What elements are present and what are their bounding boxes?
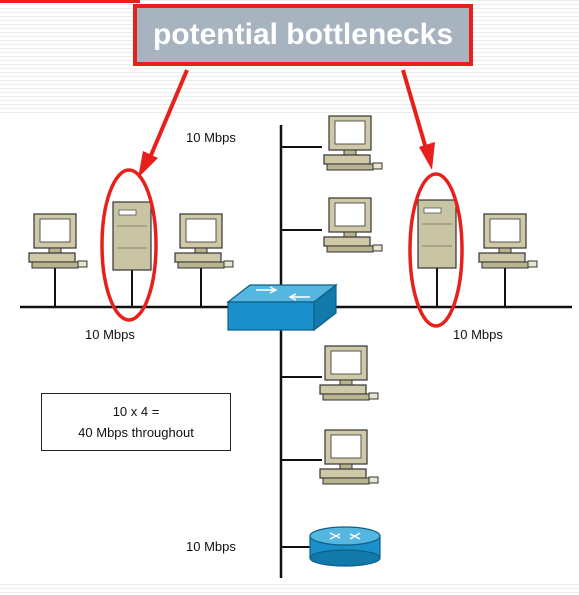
router-icon <box>309 526 381 567</box>
switch-icon <box>226 283 338 332</box>
server-icon <box>112 201 152 271</box>
workstation-icon <box>319 429 379 485</box>
left-segment-speed-label: 10 Mbps <box>85 327 135 342</box>
workstation-icon <box>323 197 383 253</box>
right-bottleneck-highlight <box>408 172 464 328</box>
top-segment-speed-label: 10 Mbps <box>186 130 236 145</box>
workstation-icon <box>28 213 88 269</box>
workstation-icon <box>319 345 379 401</box>
diagram-area <box>0 113 579 583</box>
right-arrow <box>401 69 435 170</box>
right-segment-speed-label: 10 Mbps <box>453 327 503 342</box>
left-arrow <box>138 69 189 178</box>
left-bottleneck-highlight <box>100 168 158 322</box>
title-rule <box>0 0 140 3</box>
throughput-note: 10 x 4 = 40 Mbps throughout <box>41 393 231 451</box>
workstation-icon <box>323 115 383 171</box>
throughput-line-2: 40 Mbps throughout <box>78 425 194 440</box>
throughput-line-1: 10 x 4 = <box>112 404 160 419</box>
workstation-icon <box>174 213 234 269</box>
server-icon <box>417 199 457 269</box>
bottom-segment-speed-label: 10 Mbps <box>186 539 236 554</box>
callout-text: potential bottlenecks <box>152 18 454 51</box>
workstation-icon <box>478 213 538 269</box>
bottleneck-callout: potential bottlenecks <box>133 4 473 66</box>
